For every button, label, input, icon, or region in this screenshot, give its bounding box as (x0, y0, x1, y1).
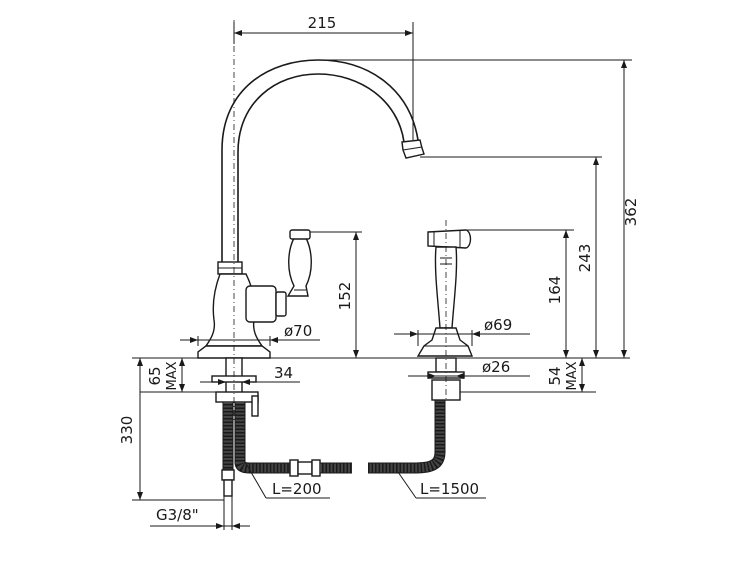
dim-mixer-deck-max-label: MAX (165, 361, 180, 390)
mixer-hose-right (235, 402, 290, 473)
dim-spray-shank: ø26 (408, 358, 530, 379)
dim-mixer-hose-length: L=200 (243, 459, 330, 499)
hose-connector-c (311, 459, 321, 477)
valve-cap (275, 291, 287, 317)
dim-spray-height-label: 164 (546, 276, 564, 305)
valve-housing (245, 285, 277, 323)
dim-spout-reach-label: 215 (308, 14, 337, 32)
dim-mixer-hose-depth-label: 330 (118, 416, 136, 445)
spray-hose-line (368, 400, 445, 473)
dim-connection-thread: G3/8" (150, 496, 250, 530)
dim-outlet-height: 243 (420, 156, 602, 358)
lever-knob (289, 229, 311, 240)
dim-spray-shank-label: ø26 (482, 358, 510, 376)
dim-mixer-deck-thickness-label: 65 (146, 366, 164, 385)
dim-total-height-label: 362 (622, 198, 640, 227)
dim-mixer-base-diameter: ø70 (180, 322, 320, 346)
dim-outlet-height-label: 243 (576, 244, 594, 273)
spray-hose (368, 400, 446, 474)
dim-spray-hose-length: L=1500 (397, 471, 486, 499)
dim-total-height: 362 (318, 59, 640, 358)
lever-handle[interactable] (286, 237, 312, 297)
dim-mixer-deck-thickness: 65 MAX (140, 358, 216, 393)
hose-fitting-bottom (223, 479, 233, 497)
mixer-faucet (197, 20, 425, 420)
dim-spray-base-diameter: ø69 (394, 316, 530, 346)
spout-outer (221, 59, 421, 263)
dim-mixer-shank: 34 (200, 364, 300, 385)
dim-connection-thread-label: G3/8" (156, 506, 199, 524)
dim-spout-reach: 215 (233, 14, 414, 140)
hose-fitting-top (221, 469, 235, 481)
spout-inner (237, 73, 406, 263)
hose-connector-b (297, 461, 313, 475)
spray-handset (416, 220, 474, 402)
dim-mixer-hose-length-label: L=200 (272, 480, 322, 498)
dim-spray-height: 164 (466, 229, 574, 358)
dim-lever-height: 152 (310, 231, 362, 358)
hose-connector-a (289, 459, 299, 477)
dim-lever-height-label: 152 (336, 282, 354, 311)
spout-aerator (401, 139, 425, 159)
dim-spray-deck-thickness: 54 MAX (460, 358, 596, 393)
dim-mixer-base-diameter-label: ø70 (284, 322, 312, 340)
mixer-hoses (221, 402, 352, 497)
spray-base (416, 327, 474, 357)
dim-spray-deck-max-label: MAX (565, 361, 580, 390)
dim-spray-hose-length-label: L=1500 (420, 480, 479, 498)
dim-spray-base-diameter-label: ø69 (484, 316, 512, 334)
dim-mixer-hose-depth: 330 (118, 357, 224, 501)
mixer-bracket-side (251, 395, 259, 417)
dim-spray-deck-thickness-label: 54 (546, 366, 564, 385)
dim-mixer-shank-label: 34 (274, 364, 293, 382)
